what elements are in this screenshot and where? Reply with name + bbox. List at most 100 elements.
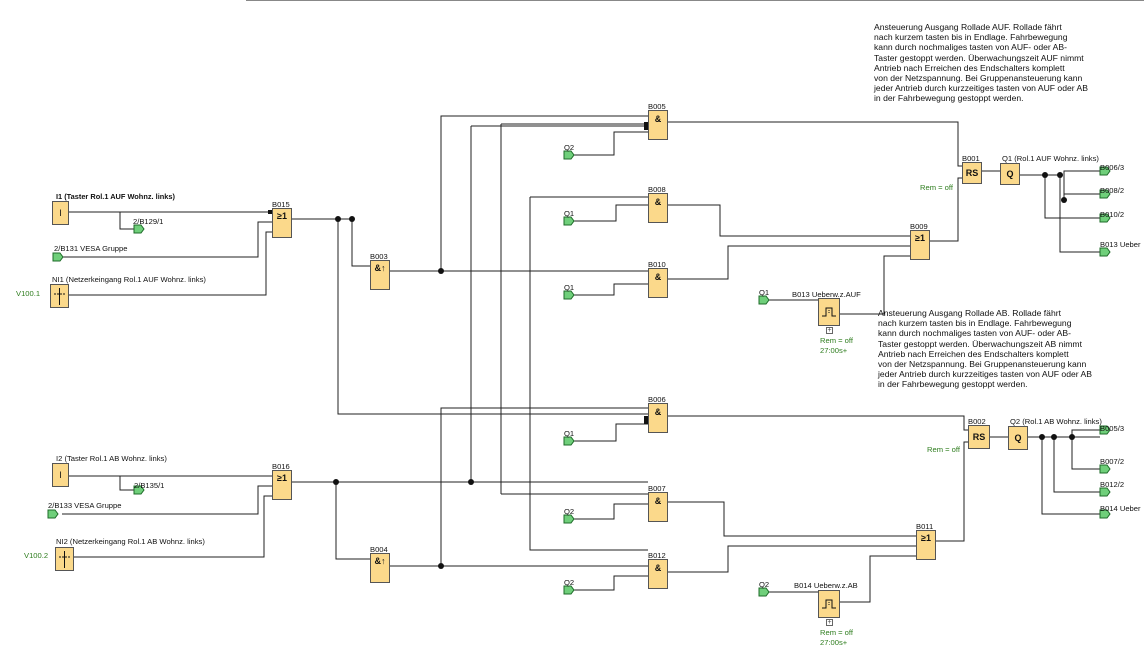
- wire-q1-b006: [574, 423, 648, 442]
- flag-q1-b008-label: Q1: [564, 209, 575, 218]
- junction-dot: [335, 216, 341, 222]
- flag-vesa2: [47, 509, 59, 519]
- block-b009[interactable]: ≥1: [910, 230, 930, 260]
- block-b010[interactable]: &: [648, 268, 668, 298]
- wire-q2-b007ref: [1071, 437, 1100, 470]
- b013-label: B013 Ueberw.z.AUF: [792, 290, 861, 299]
- expand-icon[interactable]: +: [826, 619, 833, 626]
- junction-dot: [468, 479, 474, 485]
- block-b015[interactable]: ≥1: [272, 208, 292, 238]
- output-q2-block[interactable]: Q: [1008, 426, 1028, 450]
- b005-label: B005: [648, 102, 666, 111]
- block-b003[interactable]: &↑: [370, 260, 390, 290]
- wire-b016-b004: [335, 482, 370, 560]
- vesa2-label: 2/B133 VESA Gruppe: [48, 501, 122, 510]
- wire-b005-b001: [668, 121, 962, 167]
- junction-dot: [438, 268, 444, 274]
- wire-i2-ref: [119, 476, 134, 491]
- note-auf: Ansteuerung Ausgang Rollade AUF. Rollade…: [874, 22, 1089, 104]
- block-b013[interactable]: [818, 298, 840, 326]
- pin: [644, 420, 648, 424]
- input-i2-block[interactable]: I: [52, 463, 69, 487]
- q2-ref-b005: B005/3: [1100, 424, 1125, 433]
- wire-vesa1-b015: [62, 221, 272, 258]
- q2-ref-b007: B007/2: [1100, 457, 1125, 466]
- wire-vesa2-b016: [62, 485, 272, 515]
- wire-q1-b008ref: [1063, 193, 1100, 200]
- b015-label: B015: [272, 200, 290, 209]
- b014-label: B014 Ueberw.z.AB: [794, 581, 858, 590]
- i1-ref-label: 2/B129/1: [133, 217, 164, 226]
- wire-q1-b010: [574, 283, 648, 296]
- input-ni1-block[interactable]: [50, 284, 69, 308]
- wire-q1-b006ref: [1063, 170, 1100, 175]
- q1-ref-b013: B013 Ueber: [1100, 240, 1141, 249]
- flag-q1-b008: [563, 216, 575, 226]
- flag-i1-ref: [133, 224, 145, 234]
- q2-ref-b012: B012/2: [1100, 480, 1125, 489]
- q2-label: Q2 (Rol.1 AB Wohnz. links): [1010, 417, 1102, 426]
- input-i1-block[interactable]: I: [52, 201, 69, 225]
- q1-ref-b010: B010/2: [1100, 210, 1125, 219]
- wire-q2-b007: [574, 503, 648, 520]
- block-b007[interactable]: &: [648, 492, 668, 522]
- network-input-icon: [59, 551, 70, 568]
- b001-rem: Rem = off: [920, 183, 953, 192]
- flag-ref: [1099, 464, 1111, 474]
- wire-q2-b005ref: [1071, 429, 1100, 437]
- junction-dot: [1039, 434, 1045, 440]
- pulse-timer-icon: [822, 307, 836, 317]
- b012-label: B012: [648, 551, 666, 560]
- wire-b003-b005: [440, 115, 648, 271]
- output-q1-block[interactable]: Q: [1000, 163, 1020, 185]
- block-b002[interactable]: RS: [968, 425, 990, 449]
- q2-ref-b014: B014 Ueber: [1100, 504, 1141, 513]
- b007-label: B007: [648, 484, 666, 493]
- flag-q1-b010: [563, 290, 575, 300]
- flag-q2-b005-label: Q2: [564, 143, 575, 152]
- block-b011[interactable]: ≥1: [916, 530, 936, 560]
- b001-label: B001: [962, 154, 980, 163]
- junction-dot: [1069, 434, 1075, 440]
- pin: [268, 210, 272, 214]
- block-b016[interactable]: ≥1: [272, 470, 292, 500]
- wire-b004-b006: [440, 407, 648, 566]
- pin: [644, 126, 648, 130]
- junction-dot: [1042, 172, 1048, 178]
- wire-b015-b006: [337, 219, 648, 415]
- flag-ref: [1099, 425, 1111, 435]
- b016-label: B016: [272, 462, 290, 471]
- wire-b012-b011: [668, 545, 916, 573]
- flag-ref: [1099, 509, 1111, 519]
- b008-label: B008: [648, 185, 666, 194]
- ni1-value: V100.1: [16, 289, 41, 298]
- wire-b009-b001: [930, 177, 962, 242]
- flag-q2-b007: [563, 514, 575, 524]
- note-ab: Ansteuerung Ausgang Rollade AB. Rollade …: [878, 308, 1093, 390]
- flag-q2-b014: [758, 587, 770, 597]
- wire-b010-b009: [668, 245, 910, 280]
- block-b006[interactable]: &: [648, 403, 668, 433]
- junction-dot: [349, 216, 355, 222]
- block-b012[interactable]: &: [648, 559, 668, 589]
- wire-b015-b003: [351, 219, 370, 267]
- block-b005[interactable]: &: [648, 110, 668, 140]
- flag-ref: [1099, 213, 1111, 223]
- block-b004[interactable]: &↑: [370, 553, 390, 583]
- ni2-label: NI2 (Netzerkeingang Rol.1 AB Wohnz. link…: [56, 537, 205, 546]
- pulse-timer-icon: [822, 599, 836, 609]
- flag-i2-ref: [133, 485, 145, 495]
- q1-label: Q1 (Rol.1 AUF Wohnz. links): [1002, 154, 1099, 163]
- block-b014[interactable]: [818, 590, 840, 618]
- input-ni2-block[interactable]: [55, 547, 74, 571]
- flag-q1-b006: [563, 436, 575, 446]
- expand-icon[interactable]: +: [826, 327, 833, 334]
- junction-dot: [333, 479, 339, 485]
- block-b008[interactable]: &: [648, 193, 668, 223]
- flag-q1-b006-label: Q1: [564, 429, 575, 438]
- wire-b011-b002: [936, 441, 968, 542]
- block-b001[interactable]: RS: [962, 162, 982, 184]
- q1-ref-b008: B008/2: [1100, 186, 1125, 195]
- i1-label: I1 (Taster Rol.1 AUF Wohnz. links): [56, 192, 175, 201]
